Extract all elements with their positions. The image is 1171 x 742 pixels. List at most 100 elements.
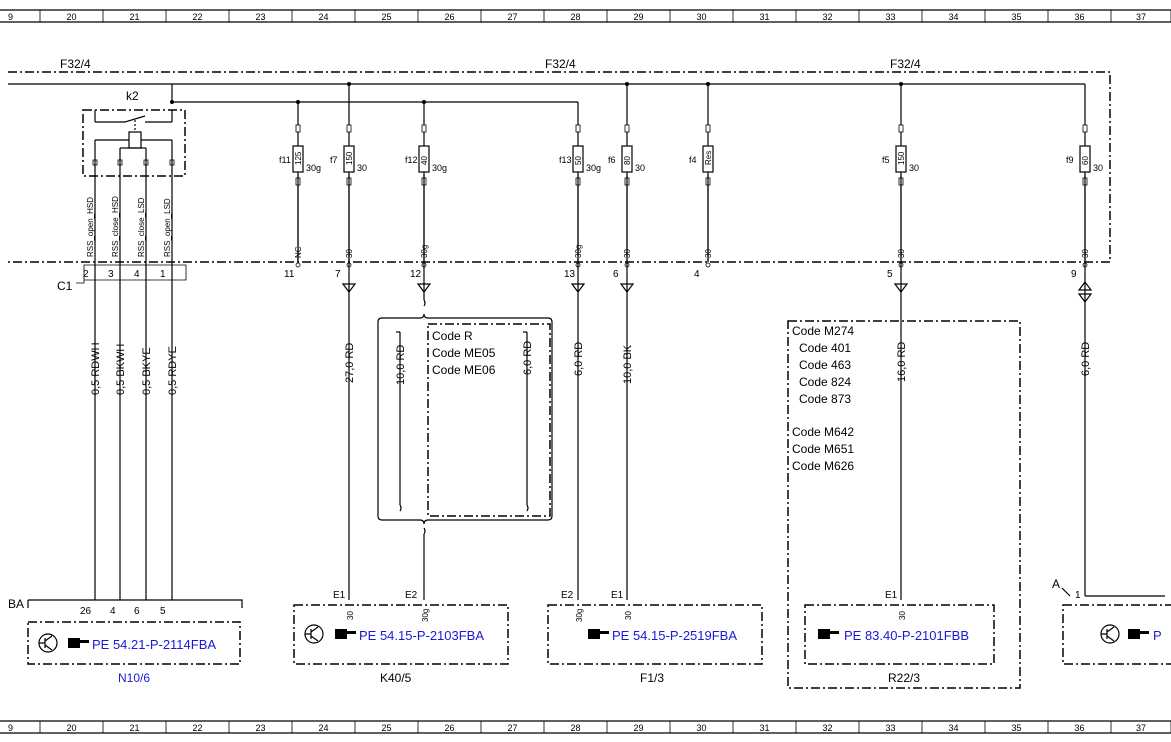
f1-ref-link[interactable]: PE 54.15-P-2519FBA <box>612 628 737 643</box>
wire-f9: 6,0 RD <box>1080 342 1092 376</box>
grid-label: 24 <box>318 12 328 22</box>
r22-connector-e1: E1 <box>885 590 898 601</box>
relay-signal: RSS_close_LSD <box>137 197 146 257</box>
transistor-icon <box>38 633 58 653</box>
fuse-rating: 50 <box>574 156 583 165</box>
grid-label: 28 <box>570 12 580 22</box>
grid-label: 29 <box>633 12 643 22</box>
relay-wire-label: 0,5 RDYE <box>167 346 179 395</box>
main-bus <box>8 82 1086 125</box>
transistor-icon <box>304 624 324 644</box>
relay-signal: RSS_open_LSD <box>163 198 172 257</box>
fuse-id: f11 <box>279 155 291 165</box>
grid-label: 31 <box>759 723 769 733</box>
grid-label: 23 <box>255 12 265 22</box>
grid-label: 36 <box>1074 12 1084 22</box>
code-m274: Code M274 <box>792 324 854 338</box>
grid-label: 22 <box>192 723 202 733</box>
relay-signal: RSS_close_HSD <box>111 196 120 257</box>
wire-labels: 27,0 RD 10,0 RD 6,0 RD 6,0 RD 10,0 BK 16… <box>344 341 1092 385</box>
grid-label: 34 <box>948 12 958 22</box>
component-n10-6: BA 26 4 6 5 PE 54.21-P-2114FBA N10/6 <box>8 597 243 685</box>
grid-label: 35 <box>1011 723 1021 733</box>
n10-name: N10/6 <box>118 671 150 685</box>
relay-terminal <box>92 159 98 166</box>
n10-ref-link[interactable]: PE 54.21-P-2114FBA <box>92 637 216 652</box>
grid-label: 26 <box>444 723 454 733</box>
code-r: Code R <box>432 329 473 343</box>
code-463: Code 463 <box>799 358 851 372</box>
relay-wire-label: 0,5 RDWH <box>90 342 102 395</box>
relay-terminal <box>169 159 175 166</box>
f1-name: F1/3 <box>640 671 664 685</box>
fuse-pin: 5 <box>887 269 893 280</box>
grid-label: 20 <box>66 12 76 22</box>
fuse-pin: 7 <box>335 269 341 280</box>
r22-ref-link[interactable]: PE 83.40-P-2101FBB <box>844 628 969 643</box>
grid-label: 25 <box>381 12 391 22</box>
a-ref-link[interactable]: P <box>1153 628 1162 643</box>
code-401: Code 401 <box>799 341 851 355</box>
grid-label: 35 <box>1011 12 1021 22</box>
pointing-hand-icon[interactable] <box>68 638 89 648</box>
relay-pin: 4 <box>134 269 140 280</box>
fuse-rating: 60 <box>1081 156 1090 165</box>
grid-label: 30 <box>696 723 706 733</box>
pointing-hand-icon[interactable] <box>1128 629 1149 639</box>
relay-terminal <box>117 159 123 166</box>
bus-label-2: F32/4 <box>545 57 576 71</box>
k40-connector-e1: E1 <box>333 590 346 601</box>
n10-pin-26: 26 <box>80 606 92 617</box>
fuse-rating: 150 <box>345 151 354 165</box>
k40-ref-link[interactable]: PE 54.15-P-2103FBA <box>359 628 484 643</box>
wire-k40-b: 6,0 RD <box>522 341 534 375</box>
grid-label: 27 <box>507 723 517 733</box>
grid-label: 32 <box>822 723 832 733</box>
relay-wire-label: 0,5 BKWH <box>115 344 127 395</box>
k40-term-1: 30 <box>346 611 355 620</box>
r22-name: R22/3 <box>888 671 920 685</box>
fuse-id: f7 <box>330 155 338 165</box>
code-box-k40: Code R Code ME05 Code ME06 <box>377 313 553 525</box>
relay-terminal <box>143 159 149 166</box>
fuse-pin: 11 <box>284 269 295 280</box>
code-me06: Code ME06 <box>432 363 496 377</box>
f1-connector-e2: E2 <box>561 590 574 601</box>
grid-label: 9 <box>8 12 13 22</box>
f1-connector-e1: E1 <box>611 590 624 601</box>
connector-c1-label: C1 <box>57 279 73 293</box>
grid-label: 22 <box>192 12 202 22</box>
fuse-rating: 40 <box>420 156 429 165</box>
pointing-hand-icon[interactable] <box>335 629 356 639</box>
code-873: Code 873 <box>799 392 851 406</box>
component-r22-3: E1 30 PE 83.40-P-2101FBB R22/3 <box>804 590 995 685</box>
fuse-array: 125f1130gNC11150f73030740f1230g30g1250f1… <box>279 124 1103 280</box>
grid-label: 37 <box>1136 723 1146 733</box>
grid-label: 23 <box>255 723 265 733</box>
pointing-hand-icon[interactable] <box>588 629 609 639</box>
fuse-pin: 4 <box>694 269 700 280</box>
grid-label: 21 <box>129 723 139 733</box>
fuse-rating: 150 <box>897 151 906 165</box>
grid-label: 34 <box>948 723 958 733</box>
f32-4-module-outline: F32/4 F32/4 F32/4 <box>8 57 1111 263</box>
bus-label-3: F32/4 <box>890 57 921 71</box>
output-wires <box>297 175 1165 600</box>
code-824: Code 824 <box>799 375 851 389</box>
grid-label: 33 <box>885 723 895 733</box>
fuse-term: 30g <box>306 163 321 173</box>
fuse-pin: 6 <box>613 269 619 280</box>
fuse-rating: 125 <box>294 151 303 165</box>
grid-label: 24 <box>318 723 328 733</box>
code-box-r22: Code M274 Code 401 Code 463 Code 824 Cod… <box>787 320 1021 689</box>
pointing-hand-icon[interactable] <box>818 629 839 639</box>
fuse-id: f4 <box>689 155 697 165</box>
wire-f7: 27,0 RD <box>344 343 356 383</box>
